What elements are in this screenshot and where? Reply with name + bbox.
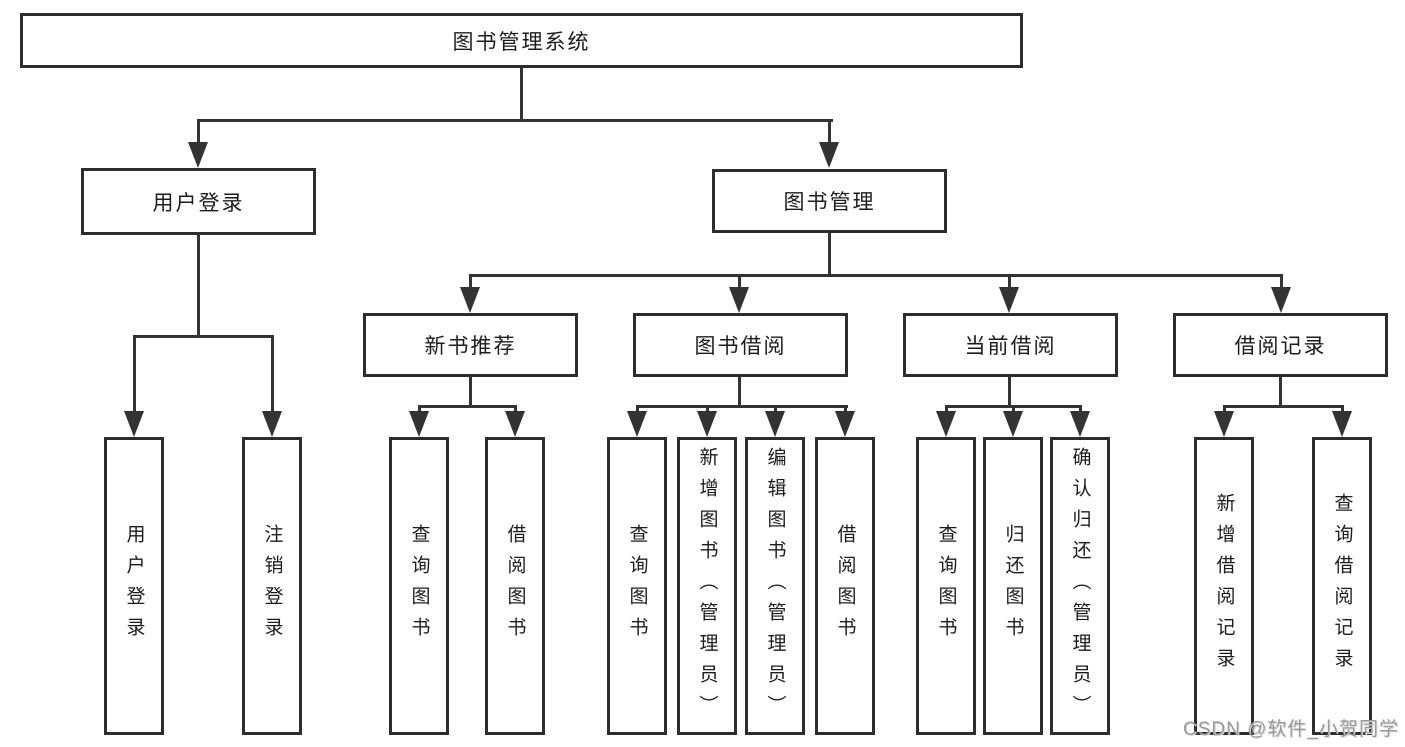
arrowhead-down-icon — [765, 411, 785, 437]
connector-book-borrow-stem — [738, 377, 741, 408]
arrowhead-down-icon — [1214, 411, 1234, 437]
connector-drop-current-borrow — [1008, 274, 1011, 290]
connector-drop-query-book-3 — [945, 405, 948, 415]
node-query-book-2: 查询图书 — [607, 437, 667, 735]
node-book-borrow-label: 图书借阅 — [694, 335, 787, 358]
connector-drop-edit-book — [774, 405, 777, 415]
node-book-mgmt: 图书管理 — [712, 169, 947, 233]
node-new-book-rec: 新书推荐 — [363, 313, 578, 377]
connector-drop-return-book — [1012, 405, 1015, 415]
connector-drop-borrow-book-2 — [844, 405, 847, 415]
node-add-borrow-record-label: 新增借阅记录 — [1213, 493, 1235, 679]
node-return-book: 归还图书 — [983, 437, 1043, 735]
arrowhead-down-icon — [936, 411, 956, 437]
arrowhead-down-icon — [1332, 411, 1352, 437]
node-borrow-records: 借阅记录 — [1173, 313, 1388, 377]
node-borrow-book-1-label: 借阅图书 — [504, 524, 526, 648]
arrowhead-down-icon — [729, 287, 749, 313]
node-borrow-book-2-label: 借阅图书 — [834, 524, 856, 648]
connector-current-borrow-stem — [1008, 377, 1011, 408]
node-query-borrow-record: 查询借阅记录 — [1312, 437, 1372, 735]
connector-root-rail — [197, 119, 833, 122]
arrowhead-down-icon — [697, 411, 717, 437]
connector-drop-logout-v — [271, 335, 274, 413]
node-current-borrow: 当前借阅 — [903, 313, 1118, 377]
node-borrow-book-2: 借阅图书 — [815, 437, 875, 735]
arrowhead-down-icon — [188, 142, 208, 168]
node-user-login-label: 用户登录 — [152, 191, 245, 215]
arrowhead-down-icon — [1271, 287, 1291, 313]
node-book-mgmt-label: 图书管理 — [783, 191, 876, 214]
node-add-book-admin-label: 新增图书（管理员） — [696, 446, 718, 726]
node-add-borrow-record: 新增借阅记录 — [1194, 437, 1254, 735]
node-logout-v: 注销登录 — [242, 437, 302, 735]
connector-drop-book-mgmt — [828, 119, 831, 147]
node-edit-book-admin-label: 编辑图书（管理员） — [764, 446, 786, 726]
connector-drop-book-borrow — [738, 274, 741, 290]
connector-user-login-rail — [133, 335, 274, 338]
arrowhead-down-icon — [999, 287, 1019, 313]
connector-book-borrow-rail — [636, 405, 848, 408]
node-edit-book-admin: 编辑图书（管理员） — [745, 437, 805, 735]
connector-drop-new-book-rec — [469, 274, 472, 290]
arrowhead-down-icon — [835, 411, 855, 437]
node-add-book-admin: 新增图书（管理员） — [677, 437, 737, 735]
node-borrow-records-label: 借阅记录 — [1234, 335, 1327, 358]
connector-new-book-rec-stem — [469, 377, 472, 408]
node-current-borrow-label: 当前借阅 — [964, 335, 1057, 358]
connector-borrow-records-stem — [1279, 377, 1282, 408]
connector-drop-query-book-2 — [636, 405, 639, 415]
node-confirm-return-admin-label: 确认归还（管理员） — [1069, 446, 1091, 726]
node-query-book-1: 查询图书 — [389, 437, 449, 735]
connector-new-book-rec-rail — [418, 405, 517, 408]
connector-drop-user-login — [197, 119, 200, 147]
connector-book-mgmt-rail — [469, 274, 1283, 277]
node-root-label: 图书管理系统 — [452, 30, 591, 54]
arrowhead-down-icon — [124, 411, 144, 437]
csdn-watermark: CSDN @软件_小贺同学 — [1183, 719, 1399, 740]
arrowhead-down-icon — [262, 411, 282, 437]
connector-root-stem — [520, 68, 523, 119]
node-user-login-v-label: 用户登录 — [123, 524, 145, 648]
node-confirm-return-admin: 确认归还（管理员） — [1050, 437, 1110, 735]
connector-drop-query-book-1 — [418, 405, 421, 415]
arrowhead-down-icon — [1003, 411, 1023, 437]
arrowhead-down-icon — [505, 411, 525, 437]
connector-drop-add-book — [706, 405, 709, 415]
connector-book-mgmt-stem — [828, 233, 831, 277]
connector-drop-add-borrow-record — [1223, 405, 1226, 415]
node-root: 图书管理系统 — [20, 13, 1023, 68]
node-query-book-1-label: 查询图书 — [408, 524, 430, 648]
connector-drop-user-login-v — [133, 335, 136, 413]
arrowhead-down-icon — [627, 411, 647, 437]
node-query-book-3-label: 查询图书 — [935, 524, 957, 648]
arrowhead-down-icon — [409, 411, 429, 437]
node-return-book-label: 归还图书 — [1002, 524, 1024, 648]
connector-borrow-records-rail — [1223, 405, 1344, 408]
node-query-book-2-label: 查询图书 — [626, 524, 648, 648]
node-new-book-rec-label: 新书推荐 — [424, 335, 517, 358]
arrowhead-down-icon — [819, 142, 839, 168]
node-user-login: 用户登录 — [81, 168, 316, 235]
connector-user-login-stem — [197, 235, 200, 338]
node-borrow-book-1: 借阅图书 — [485, 437, 545, 735]
node-logout-v-label: 注销登录 — [261, 524, 283, 648]
connector-drop-confirm-return — [1079, 405, 1082, 415]
node-book-borrow: 图书借阅 — [633, 313, 848, 377]
node-query-borrow-record-label: 查询借阅记录 — [1331, 493, 1353, 679]
connector-drop-query-borrow-record — [1341, 405, 1344, 415]
arrowhead-down-icon — [460, 287, 480, 313]
connector-drop-borrow-book-1 — [514, 405, 517, 415]
node-user-login-v: 用户登录 — [104, 437, 164, 735]
node-query-book-3: 查询图书 — [916, 437, 976, 735]
connector-drop-borrow-records — [1280, 274, 1283, 290]
arrowhead-down-icon — [1070, 411, 1090, 437]
